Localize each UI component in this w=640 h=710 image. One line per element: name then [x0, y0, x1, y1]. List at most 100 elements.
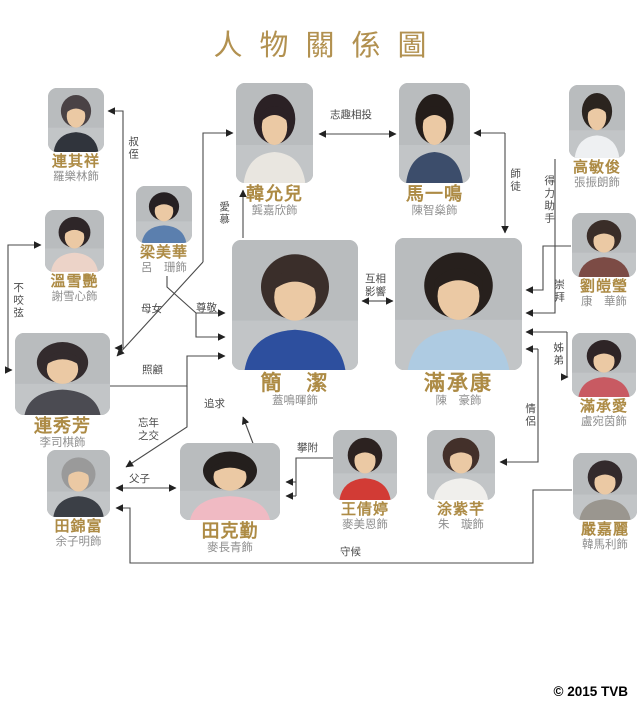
person-silhouette-icon — [47, 450, 110, 517]
relationship-label: 忘年之交 — [138, 417, 159, 443]
line-take-care — [110, 352, 226, 387]
line-pursue — [241, 416, 255, 447]
person-photo — [180, 443, 280, 520]
person-photo — [427, 430, 495, 500]
relationship-label: 愛慕 — [218, 201, 231, 226]
person-photo — [399, 83, 470, 183]
person-name: 劉皚瑩 — [579, 279, 628, 295]
person-photo — [47, 450, 110, 517]
line-couple — [499, 345, 539, 466]
person-card: 滿承康陳 豪飾 — [395, 238, 522, 409]
person-silhouette-icon — [48, 88, 104, 152]
person-silhouette-icon — [236, 83, 313, 183]
person-card: 韓允兒龔嘉欣飾 — [236, 83, 313, 219]
relationship-label: 叔侄 — [127, 136, 140, 161]
person-silhouette-icon — [15, 333, 110, 415]
relationship-label: 情侶 — [524, 403, 537, 428]
person-photo — [333, 430, 397, 500]
actor-name: 麥美恩飾 — [342, 518, 388, 531]
actor-name: 呂 珊飾 — [141, 261, 187, 274]
person-card: 涂紫芊朱 璇飾 — [427, 430, 495, 532]
person-photo — [48, 88, 104, 152]
person-photo — [572, 213, 636, 277]
person-silhouette-icon — [569, 85, 625, 158]
person-card: 簡 潔蓋鳴暉飾 — [232, 240, 358, 409]
actor-name: 羅樂林飾 — [53, 170, 99, 183]
person-card: 連其祥羅樂林飾 — [48, 88, 104, 184]
person-photo — [236, 83, 313, 183]
person-photo — [232, 240, 358, 370]
relationship-label: 守候 — [340, 546, 361, 558]
actor-name: 龔嘉欣飾 — [251, 204, 298, 217]
person-silhouette-icon — [232, 240, 358, 370]
relationship-label: 追求 — [204, 398, 225, 410]
person-silhouette-icon — [45, 210, 104, 272]
person-card: 馬一鳴陳智燊飾 — [399, 83, 470, 219]
line-siblings — [525, 328, 569, 381]
relationship-label: 互相影響 — [365, 273, 386, 299]
person-photo — [395, 238, 522, 370]
person-silhouette-icon — [395, 238, 522, 370]
person-name: 滿承愛 — [579, 399, 628, 415]
actor-name: 張振朗飾 — [574, 176, 620, 189]
person-card: 連秀芳李司棋飾 — [15, 333, 110, 451]
person-name: 梁美華 — [139, 245, 188, 261]
person-photo — [572, 333, 636, 397]
person-card: 田克勤麥長青飾 — [180, 443, 280, 556]
actor-name: 盧宛茵飾 — [581, 415, 627, 428]
person-card: 滿承愛盧宛茵飾 — [572, 333, 636, 429]
person-card: 劉皚瑩康 華飾 — [572, 213, 636, 309]
person-name: 連其祥 — [51, 154, 100, 170]
person-name: 高敏俊 — [572, 160, 621, 176]
person-photo — [15, 333, 110, 415]
actor-name: 蓋鳴暉飾 — [272, 395, 318, 408]
person-name: 馬一鳴 — [406, 184, 463, 204]
person-silhouette-icon — [136, 186, 192, 243]
actor-name: 謝雪心飾 — [51, 290, 98, 303]
person-card: 嚴嘉麗韓馬利飾 — [573, 453, 637, 552]
actor-name: 康 華飾 — [581, 295, 627, 308]
person-card: 溫雪艷謝雪心飾 — [45, 210, 104, 304]
person-card: 梁美華呂 珊飾 — [136, 186, 192, 275]
relationship-label: 師徒 — [509, 168, 522, 193]
line-worship — [525, 245, 571, 294]
person-silhouette-icon — [572, 333, 636, 397]
person-name: 田克勤 — [201, 521, 259, 541]
person-card: 王倩婷麥美恩飾 — [333, 430, 397, 532]
person-silhouette-icon — [399, 83, 470, 183]
person-name: 連秀芳 — [34, 416, 91, 436]
actor-name: 李司棋飾 — [39, 436, 86, 449]
relationship-label: 照顧 — [142, 364, 163, 376]
actor-name: 陳智燊飾 — [411, 204, 458, 217]
line-respect — [166, 276, 226, 341]
person-silhouette-icon — [572, 213, 636, 277]
actor-name: 余子明飾 — [55, 535, 102, 548]
actor-name: 朱 璇飾 — [438, 518, 484, 531]
person-silhouette-icon — [180, 443, 280, 520]
diagram-title: 人物關係圖 — [213, 30, 444, 62]
person-name: 嚴嘉麗 — [580, 522, 629, 538]
relationship-label: 得力助手 — [543, 175, 556, 225]
person-silhouette-icon — [573, 453, 637, 520]
person-photo — [45, 210, 104, 272]
line-capable-assistant — [525, 159, 556, 317]
person-name: 田錦富 — [54, 519, 103, 535]
person-photo — [136, 186, 192, 243]
line-cling-to — [285, 457, 333, 500]
relationship-label: 不咬弦 — [12, 282, 25, 320]
relationship-label: 尊敬 — [196, 302, 217, 314]
line-mother-daughter — [116, 129, 234, 357]
person-name: 韓允兒 — [246, 184, 303, 204]
person-photo — [573, 453, 637, 520]
person-name: 王倩婷 — [340, 502, 389, 518]
person-card: 高敏俊張振朗飾 — [569, 85, 625, 190]
relationship-label: 母女 — [141, 303, 162, 315]
line-not-get-along — [4, 241, 42, 374]
actor-name: 韓馬利飾 — [582, 538, 628, 551]
actor-name: 麥長青飾 — [207, 541, 253, 554]
person-name: 涂紫芊 — [436, 502, 485, 518]
copyright: © 2015 TVB — [553, 684, 628, 699]
line-cross-age-friends — [125, 386, 188, 468]
